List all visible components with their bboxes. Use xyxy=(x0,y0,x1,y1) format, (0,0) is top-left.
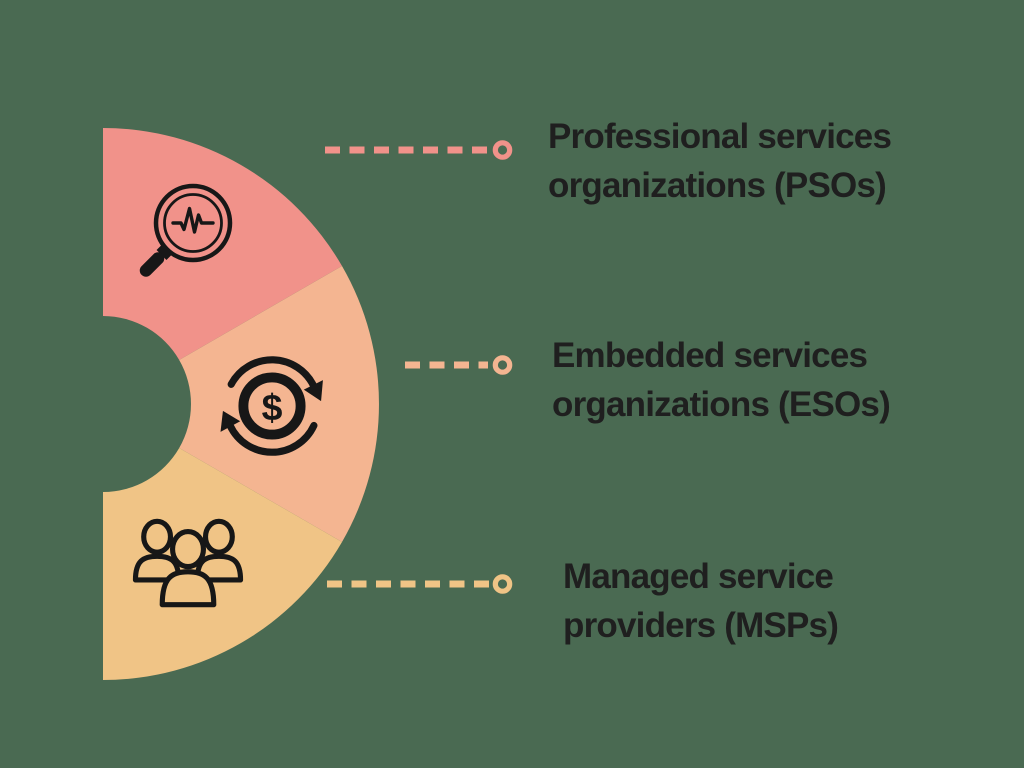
dollar-symbol: $ xyxy=(262,386,283,428)
arrowhead-top-right xyxy=(303,380,323,402)
cycle-arrow-top xyxy=(227,356,318,391)
connector-msp xyxy=(327,574,513,594)
label-msp-line1: Managed service xyxy=(563,557,834,596)
person-left-head xyxy=(141,518,174,555)
pulse-wave xyxy=(171,206,215,234)
cycle-arrow-bottom xyxy=(226,421,318,456)
person-right-head xyxy=(202,518,235,555)
ring-terminal-msp xyxy=(492,574,513,594)
label-eso-line2: organizations (ESOs) xyxy=(552,385,891,424)
label-eso-line1: Embedded services xyxy=(552,336,868,375)
ring-terminal-eso xyxy=(492,355,513,375)
dollar-ring xyxy=(238,372,306,440)
magnifier-handle-grip xyxy=(139,252,165,277)
label-msp: Managed service providers (MSPs) xyxy=(563,552,839,650)
label-pso-line2: organizations (PSOs) xyxy=(548,166,887,205)
ring-terminal-pso xyxy=(492,140,513,160)
segment-eso xyxy=(179,266,379,542)
magnifier-lens-outer xyxy=(153,183,233,263)
label-pso: Professional services organizations (PSO… xyxy=(548,112,892,210)
magnifier-pulse-icon xyxy=(139,183,233,277)
person-right-body xyxy=(194,553,244,583)
magnifier-lens-inner xyxy=(163,193,223,253)
person-front-body xyxy=(159,569,217,608)
people-group-icon xyxy=(132,518,244,608)
person-front-head xyxy=(169,528,207,570)
arrowhead-bottom-left xyxy=(220,410,241,432)
label-msp-line2: providers (MSPs) xyxy=(563,606,839,645)
connector-eso xyxy=(405,355,513,375)
connector-pso xyxy=(325,140,513,160)
label-eso: Embedded services organizations (ESOs) xyxy=(552,331,891,429)
label-pso-line1: Professional services xyxy=(548,117,892,156)
dollar-cycle-icon: $ xyxy=(220,356,323,456)
